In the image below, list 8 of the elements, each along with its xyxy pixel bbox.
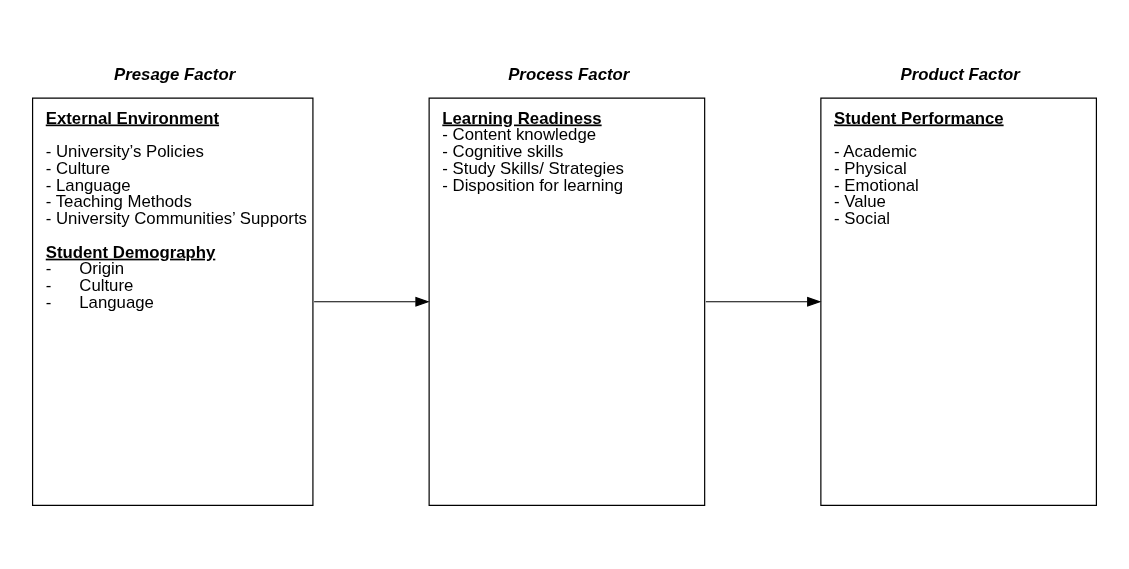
node-box: Learning Readiness - Content knowledge - Cognitive skills - Study Skills/ Strategies - Disposition for learning [428,97,706,506]
arrow [705,296,822,307]
node-label: Product Factor [900,64,1020,84]
node-label: Presage Factor [114,64,236,84]
node-box: Student Performance - Academic - Physical - Emotional - Value - Social [820,97,1097,506]
node-box: External Environment - University’s Policies - Culture - Language - Teaching Methods - University Communities’ Supports Student Demography - Origin - Culture - Language [32,97,314,506]
node-label: Process Factor [508,64,630,84]
arrow [313,296,430,307]
